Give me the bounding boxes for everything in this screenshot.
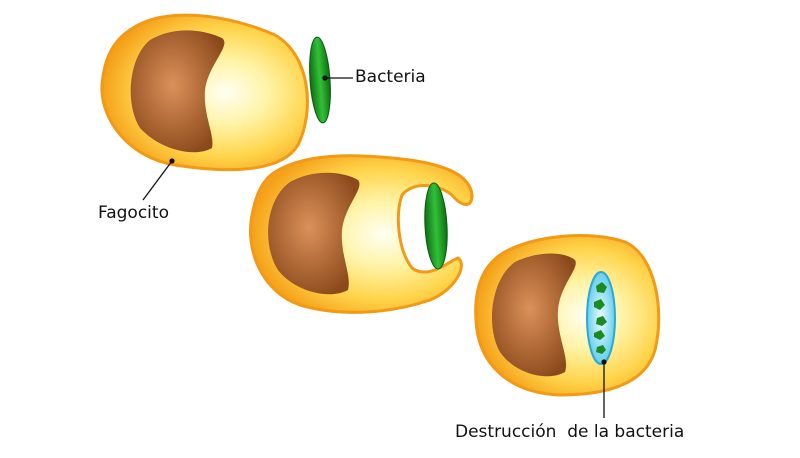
pointer-dot-bacteria xyxy=(322,75,328,81)
pointer-dot-destruccion xyxy=(601,359,607,365)
bacteria-fragments xyxy=(594,282,607,354)
leader-fagocito xyxy=(142,160,173,201)
bacteria-label: Bacteria xyxy=(355,67,426,87)
label-leaders xyxy=(142,75,607,418)
nucleus-2 xyxy=(268,172,360,295)
pointer-dot-fagocito xyxy=(169,158,175,164)
phagocyte-cell-2 xyxy=(248,154,474,314)
phagocyte-cell-1 xyxy=(100,13,309,172)
bacteria-1 xyxy=(309,36,331,124)
nucleus-3 xyxy=(492,253,576,377)
phagocyte-cell-3 xyxy=(474,234,661,397)
bacteria-2 xyxy=(424,182,448,270)
nucleus-1 xyxy=(130,30,225,153)
destruccion-label: Destrucción de la bacteria xyxy=(455,422,685,442)
fagocito-label: Fagocito xyxy=(98,203,169,223)
